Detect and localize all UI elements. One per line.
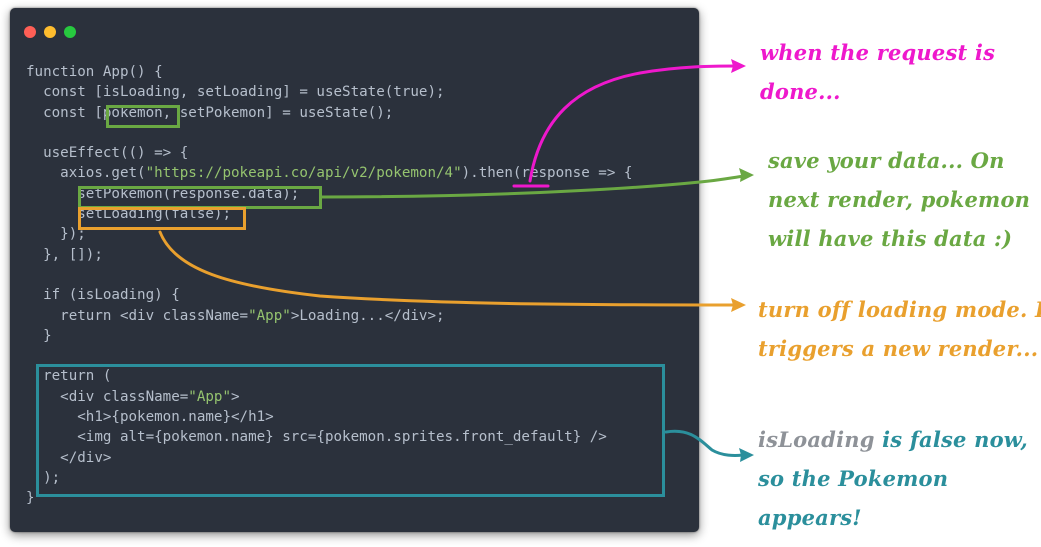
minimize-dot-icon [44,26,56,38]
code-token: useEffect(() => { [26,145,189,162]
code-line: } [26,488,632,508]
code-token: axios.get( [26,165,146,182]
note-save-data-line1: save your data... On [768,148,1005,173]
code-line: if (isLoading) { [26,285,632,305]
code-line: setPokemon(response.data); [26,184,632,204]
code-line: } [26,326,632,346]
note-is-loading-false-line2: so the Pokemon [758,466,949,491]
code-line: <h1>{pokemon.name}</h1> [26,407,632,427]
code-token: }); [26,226,86,243]
arrow-is-loading-false [664,429,745,457]
code-string-token: "https://pokeapi.co/api/v2/pokemon/4" [145,165,462,182]
note-is-loading-false-line3: appears! [758,505,862,530]
code-token: function App() { [26,64,163,80]
is-loading-keyword: isLoading [758,427,875,452]
code-token: ); [26,469,61,486]
code-line: setLoading(false); [26,204,632,224]
is-loading-rest: is false now, [874,427,1028,452]
code-line: return ( [26,366,632,386]
code-line: }, []); [26,245,632,265]
arrow-loading-off [158,230,737,307]
code-line: useEffect(() => { [26,143,632,163]
code-token: setLoading(false); [26,206,231,223]
note-request-done-line2: done... [760,79,841,104]
code-line: }); [26,224,632,244]
note-save-data: save your data... On next render, pokemo… [768,141,1030,258]
code-line: axios.get("https://pokeapi.co/api/v2/pok… [26,163,632,183]
code-line: return <div className="App">Loading...</… [26,306,632,326]
highlight-setloading-box [78,207,246,230]
note-save-data-line2: next render, pokemon [768,187,1031,212]
arrowhead-save-data-icon [739,168,754,182]
code-token: <h1>{pokemon.name}</h1> [26,409,274,426]
code-string-token: "App" [248,307,291,324]
arrowhead-loading-off-icon [731,298,746,312]
code-token: if (isLoading) { [26,287,180,304]
code-token: } [26,327,52,344]
code-token: setPokemon(response.data); [26,185,300,202]
code-token: }, []); [26,246,103,263]
code-token: const [pokemon, setPokemon] = useState()… [26,104,394,121]
arrow-save-data [320,174,747,199]
code-window: function App() { const [isLoading, setLo… [10,8,699,532]
note-request-done-line1: when the request is [760,40,996,65]
code-line: ); [26,468,632,488]
code-token: return <div className= [26,307,249,324]
arrowhead-request-done-icon [731,59,746,73]
note-loading-off-line2: triggers a new render... [758,336,1039,361]
code-token: } [26,490,35,507]
maximize-dot-icon [64,26,76,38]
note-request-done: when the request is done... [760,33,995,111]
code-line: </div> [26,448,632,468]
note-loading-off: turn off loading mode. It triggers a new… [758,290,1041,368]
note-loading-off-line1: turn off loading mode. It [758,297,1041,322]
highlight-return-block-box [36,364,665,497]
code-line: const [isLoading, setLoading] = useState… [26,82,632,102]
code-token: <img alt={pokemon.name} src={pokemon.spr… [26,429,607,446]
note-is-loading-false-line1: isLoading is false now, [758,420,1028,459]
close-dot-icon [24,26,36,38]
code-token: return ( [26,368,112,385]
code-line: function App() { [26,62,632,82]
note-is-loading-false: isLoading is false now, so the Pokemon a… [758,420,1028,537]
code-line: <div className="App"> [26,387,632,407]
code-block: function App() { const [isLoading, setLo… [26,62,632,509]
note-save-data-line3: will have this data :) [768,226,1013,251]
highlight-pokemon-box [106,105,180,128]
code-token: >Loading...</div>; [290,307,445,324]
code-token: > [231,388,240,405]
code-token: const [isLoading, setLoading] = useState… [26,84,445,101]
code-token: ).then(response => { [461,165,633,182]
code-token: <div className= [26,388,189,405]
arrow-request-done [528,64,739,183]
code-line: <img alt={pokemon.name} src={pokemon.spr… [26,427,632,447]
code-token: </div> [26,449,112,466]
code-line: const [pokemon, setPokemon] = useState()… [26,103,632,123]
arrowhead-is-loading-false-icon [739,448,754,462]
code-string-token: "App" [188,388,232,405]
